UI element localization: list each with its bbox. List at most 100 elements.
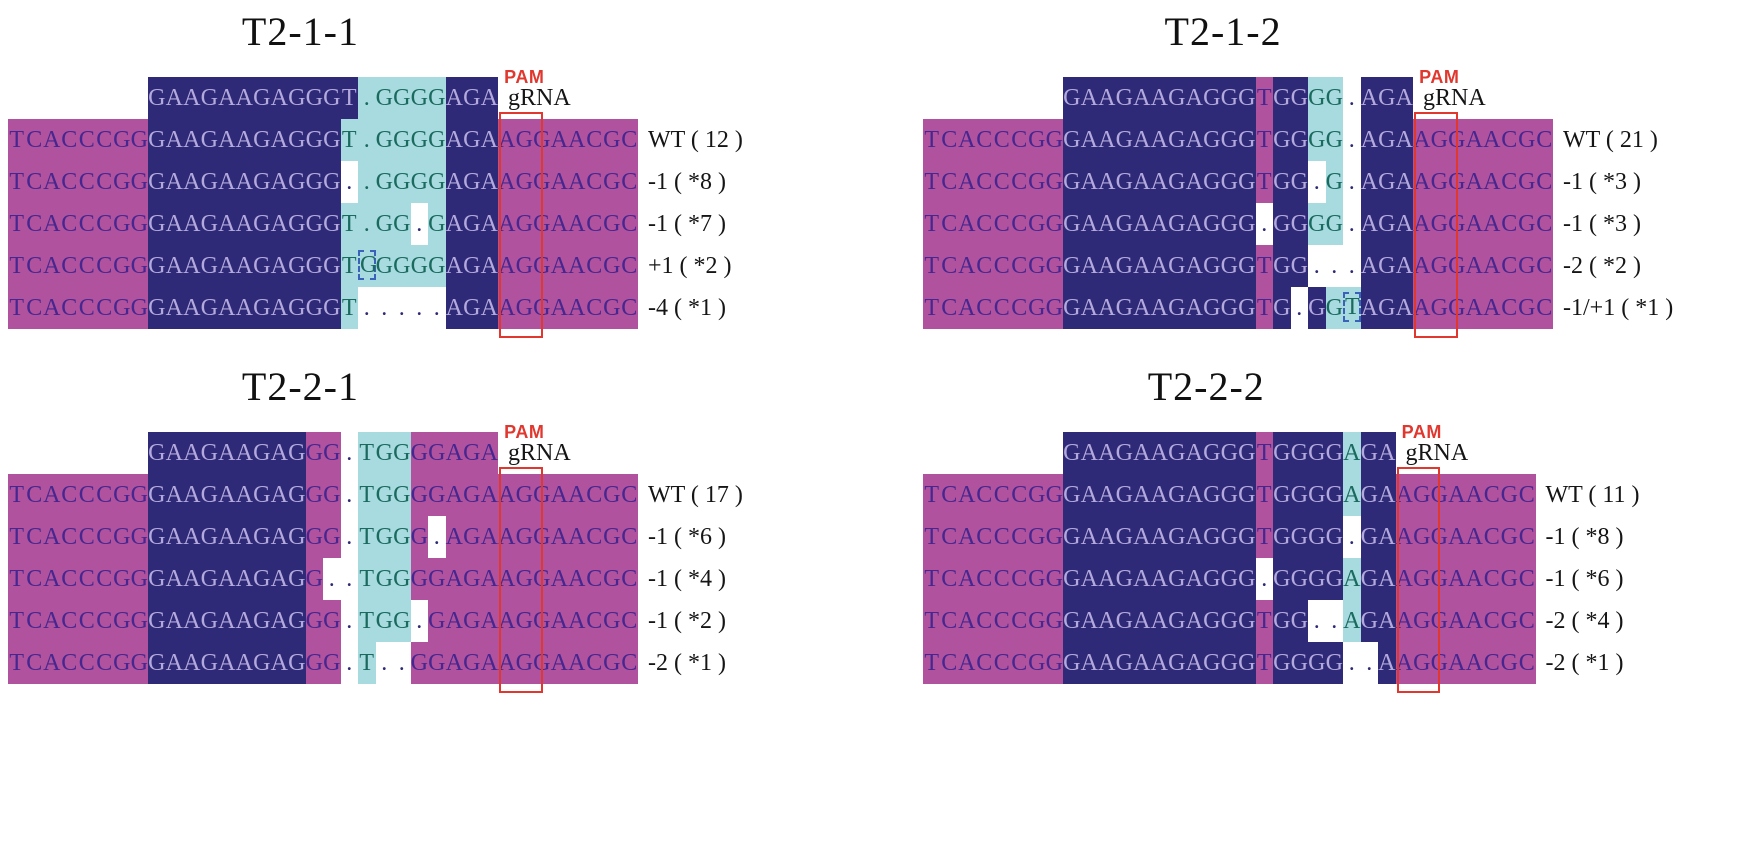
base-letter: C bbox=[1010, 642, 1028, 684]
base-letter: C bbox=[1010, 474, 1028, 516]
sequence-row: TCACCCGGGAAGAAGAGGG..GGGGAGAAGGAACGC-1 (… bbox=[8, 161, 743, 203]
base-letter: A bbox=[1395, 600, 1413, 642]
base-letter: C bbox=[585, 161, 603, 203]
base-letter: A bbox=[1080, 161, 1098, 203]
base-letter: A bbox=[165, 287, 183, 329]
base-letter: G bbox=[393, 161, 411, 203]
sequence-row: TCACCCGGGAAGAAGAGGGTGG..AGAAGGAACGC-2 ( … bbox=[923, 600, 1639, 642]
base-letter: A bbox=[1448, 516, 1466, 558]
base-letter: T bbox=[8, 119, 26, 161]
base-letter: C bbox=[60, 558, 78, 600]
base-letter: A bbox=[1098, 245, 1116, 287]
base-letter: C bbox=[25, 203, 43, 245]
base-letter: C bbox=[25, 558, 43, 600]
gap-dot: . bbox=[1290, 287, 1308, 329]
base-letter: A bbox=[1150, 77, 1168, 119]
base-letter: A bbox=[1185, 432, 1203, 474]
base-letter: T bbox=[8, 245, 26, 287]
base-letter: A bbox=[1098, 600, 1116, 642]
base-letter: C bbox=[620, 161, 638, 203]
base-letter: A bbox=[235, 432, 253, 474]
base-letter: A bbox=[43, 245, 61, 287]
base-letter: A bbox=[1395, 516, 1413, 558]
base-letter: G bbox=[393, 432, 411, 474]
base-letter: A bbox=[235, 119, 253, 161]
base-letter: A bbox=[445, 516, 463, 558]
base-letter: G bbox=[148, 287, 166, 329]
base-letter: A bbox=[498, 245, 516, 287]
base-letter: C bbox=[1010, 558, 1028, 600]
base-letter: T bbox=[340, 287, 358, 329]
base-letter: C bbox=[975, 161, 993, 203]
base-letter: A bbox=[235, 161, 253, 203]
base-letter: G bbox=[1290, 432, 1308, 474]
base-letter: A bbox=[1448, 600, 1466, 642]
base-letter: G bbox=[200, 119, 218, 161]
row-label: -1 ( *6 ) bbox=[648, 524, 726, 550]
base-letter: A bbox=[1360, 245, 1378, 287]
base-letter: T bbox=[340, 77, 358, 119]
spacer-cell bbox=[976, 77, 994, 119]
base-letter: A bbox=[445, 432, 463, 474]
row-label: gRNA bbox=[1423, 85, 1486, 111]
base-letter: A bbox=[445, 161, 463, 203]
base-letter: A bbox=[1360, 203, 1378, 245]
gap-dot: . bbox=[340, 161, 358, 203]
gap-dot: . bbox=[340, 516, 358, 558]
base-letter: G bbox=[1378, 161, 1396, 203]
base-letter: G bbox=[323, 77, 341, 119]
base-letter: T bbox=[8, 516, 26, 558]
base-letter: A bbox=[958, 161, 976, 203]
base-letter: G bbox=[1045, 600, 1063, 642]
base-letter: C bbox=[95, 287, 113, 329]
base-letter: A bbox=[1150, 600, 1168, 642]
base-letter: G bbox=[288, 474, 306, 516]
base-letter: G bbox=[1308, 287, 1326, 329]
base-letter: G bbox=[113, 245, 131, 287]
base-letter: A bbox=[43, 119, 61, 161]
gap-dot: . bbox=[1325, 245, 1343, 287]
base-letter: C bbox=[940, 287, 958, 329]
base-letter: A bbox=[1483, 119, 1501, 161]
base-letter: A bbox=[1133, 474, 1151, 516]
spacer-cell bbox=[26, 77, 44, 119]
base-letter: C bbox=[60, 119, 78, 161]
base-letter: A bbox=[1133, 558, 1151, 600]
base-letter: G bbox=[1325, 161, 1343, 203]
base-letter: A bbox=[480, 558, 498, 600]
base-letter: G bbox=[148, 474, 166, 516]
base-letter: G bbox=[305, 77, 323, 119]
base-letter: G bbox=[1220, 600, 1238, 642]
base-letter: G bbox=[1308, 203, 1326, 245]
base-letter: A bbox=[1448, 558, 1466, 600]
base-letter: G bbox=[148, 161, 166, 203]
spacer-cell bbox=[941, 432, 959, 474]
base-letter: A bbox=[1080, 558, 1098, 600]
base-letter: T bbox=[923, 558, 941, 600]
base-letter: G bbox=[1500, 474, 1518, 516]
base-letter: C bbox=[620, 474, 638, 516]
base-letter: G bbox=[463, 119, 481, 161]
base-letter: T bbox=[1255, 77, 1273, 119]
gap-dot: . bbox=[1308, 245, 1326, 287]
base-letter: G bbox=[1413, 600, 1431, 642]
spacer-cell bbox=[941, 77, 959, 119]
base-letter: T bbox=[1255, 642, 1273, 684]
inserted-base: T bbox=[1343, 287, 1361, 329]
base-letter: G bbox=[428, 77, 446, 119]
row-label: WT ( 12 ) bbox=[648, 127, 743, 153]
base-letter: G bbox=[200, 474, 218, 516]
base-letter: G bbox=[200, 516, 218, 558]
base-letter: G bbox=[1220, 558, 1238, 600]
base-letter: G bbox=[1378, 77, 1396, 119]
base-letter: A bbox=[1413, 119, 1431, 161]
spacer-cell bbox=[993, 77, 1011, 119]
base-letter: G bbox=[1378, 119, 1396, 161]
base-letter: A bbox=[1378, 432, 1396, 474]
base-letter: G bbox=[1203, 203, 1221, 245]
base-letter: A bbox=[1413, 287, 1431, 329]
